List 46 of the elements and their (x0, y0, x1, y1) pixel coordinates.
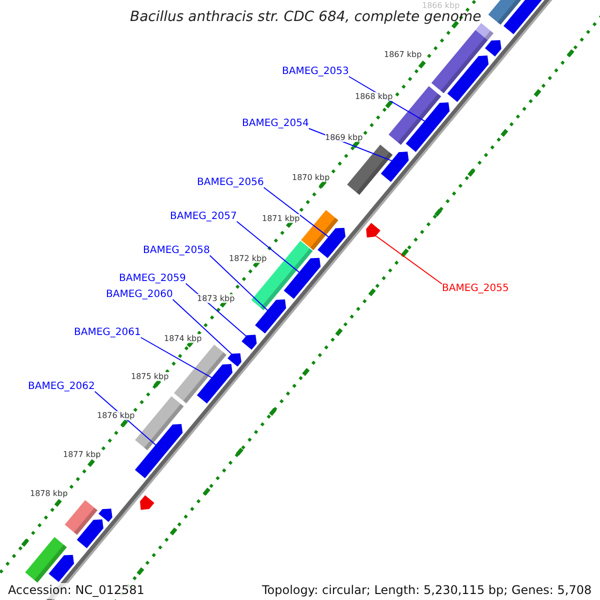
gene-feature (284, 258, 321, 299)
tick-label: 1870 kbp (292, 173, 330, 182)
leader-line (209, 255, 268, 311)
leader-line (376, 236, 442, 284)
tick-label: 1878 kbp (30, 489, 68, 498)
gene-feature (48, 554, 74, 582)
tick-label: 1872 kbp (229, 254, 267, 264)
tick-label: 1874 kbp (164, 334, 202, 344)
gene-feature (228, 353, 242, 367)
tick-label: 1877 kbp (63, 450, 101, 460)
gene-feature (134, 424, 183, 478)
gene-feature (98, 508, 112, 522)
tick-label: 1869 kbp (325, 133, 363, 142)
gene-feature (380, 152, 409, 182)
leader-line (236, 221, 300, 273)
tick-label: 1867 kbp (384, 50, 422, 60)
gene-label: BAMEG_2062 (28, 381, 95, 392)
gene-label: BAMEG_2061 (74, 327, 141, 338)
tick-label: 1876 kbp (97, 411, 135, 420)
tick-label: 1873 kbp (197, 294, 235, 304)
tick-label: 1871 kbp (262, 214, 300, 224)
gene-label: BAMEG_2058 (143, 245, 210, 256)
leader-line (263, 187, 330, 238)
gene-label: BAMEG_2060 (106, 289, 173, 300)
tick-label: 1875 kbp (131, 372, 169, 382)
leader-line (172, 299, 232, 354)
tick-label: 1868 kbp (355, 92, 393, 102)
leader-line (140, 337, 212, 378)
gene-label: BAMEG_2057 (170, 211, 237, 222)
gene-feature (484, 40, 502, 57)
gene-label: BAMEG_2056 (197, 177, 264, 188)
tick-label: 1866 kbp (422, 1, 460, 10)
title: Bacillus anthracis str. CDC 684, complete genome (130, 9, 482, 26)
gene-feature (366, 222, 380, 238)
gene-label: BAMEG_2059 (119, 273, 186, 284)
gene-feature (255, 299, 286, 334)
gene-feature (318, 228, 346, 258)
gene-feature (76, 519, 104, 548)
gene-feature (196, 364, 232, 404)
gene-feature (406, 102, 450, 152)
gene-label: BAMEG_2055 (442, 283, 509, 294)
gene-feature (140, 495, 154, 510)
gene-feature (447, 55, 489, 102)
gene-label: BAMEG_2053 (282, 66, 349, 78)
gene-feature (242, 334, 257, 350)
gene-label: BAMEG_2054 (242, 118, 309, 130)
